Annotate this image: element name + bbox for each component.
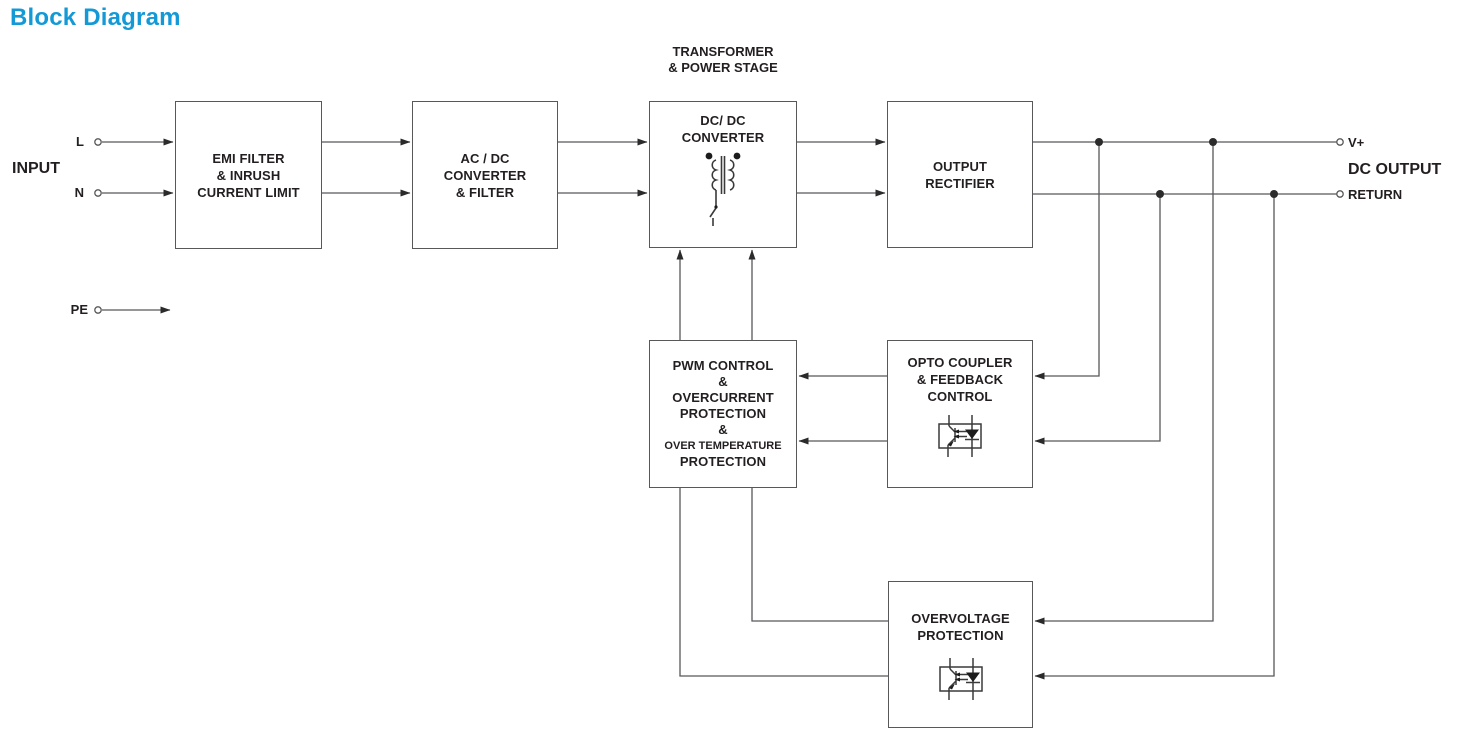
block-label-line: OVER TEMPERATURE — [664, 440, 782, 452]
block-emi-filter: EMI FILTER & INRUSH CURRENT LIMIT — [175, 101, 322, 249]
block-label-line: & INRUSH — [216, 167, 281, 183]
junction-dot — [1270, 190, 1278, 198]
optocoupler-icon — [938, 658, 983, 700]
transformer-stage-note-line1: TRANSFORMER — [672, 44, 774, 59]
block-label-line: PROTECTION — [917, 628, 1004, 643]
optocoupler-icon — [938, 415, 982, 457]
block-label-line: & FILTER — [455, 184, 515, 200]
block-dcdc-converter: DC/ DC CONVERTER — [649, 101, 797, 248]
wire-pwm-ovp-upper — [751, 488, 888, 622]
block-label-line: OVERCURRENT — [672, 390, 774, 405]
block-label-line: CONTROL — [927, 389, 993, 404]
block-label-line: CURRENT LIMIT — [197, 184, 300, 200]
block-label-line: EMI FILTER — [212, 150, 285, 166]
block-label-line: CONVERTER — [443, 167, 527, 183]
block-label-line: & FEEDBACK — [916, 372, 1004, 387]
block-label-line: PROTECTION — [679, 454, 767, 469]
terminal-l-label: L — [76, 134, 84, 149]
terminal-pe-label: PE — [70, 302, 88, 317]
wire-vplus-ovp — [1034, 142, 1214, 625]
block-label-line: CONVERTER — [681, 130, 765, 145]
block-label-line: OPTO COUPLER — [907, 355, 1013, 370]
block-label-line: & — [718, 374, 728, 389]
transformer-stage-note-line2: & POWER STAGE — [668, 60, 778, 75]
dc-output-label: DC OUTPUT — [1348, 161, 1442, 178]
terminal-return-label: RETURN — [1348, 187, 1403, 202]
block-label-line: OUTPUT — [932, 158, 988, 174]
block-output-rectifier: OUTPUT RECTIFIER — [887, 101, 1033, 248]
transformer-stage-note: TRANSFORMER & POWER STAGE — [623, 44, 823, 76]
input-label: INPUT — [12, 160, 60, 177]
transformer-icon — [705, 152, 741, 226]
page-title: Block Diagram — [10, 4, 181, 31]
junction-dot — [1095, 138, 1103, 146]
terminal-return-circle — [1336, 190, 1344, 198]
block-label-line: PWM CONTROL — [672, 358, 774, 373]
wire-vplus-opto — [1034, 142, 1100, 380]
block-acdc-converter: AC / DC CONVERTER & FILTER — [412, 101, 558, 249]
wire-return-ovp — [1034, 194, 1275, 680]
block-pwm-control: PWM CONTROL & OVERCURRENT PROTECTION & O… — [649, 340, 797, 488]
wire-pwm-ovp-lower — [679, 488, 888, 677]
block-label-line: PROTECTION — [679, 406, 767, 421]
block-label-line: AC / DC — [460, 150, 510, 166]
block-label-line: & — [718, 422, 728, 437]
terminal-l-circle — [94, 138, 102, 146]
block-overvoltage-protection: OVERVOLTAGE PROTECTION — [888, 581, 1033, 728]
terminal-vplus-circle — [1336, 138, 1344, 146]
junction-dot — [1156, 190, 1164, 198]
block-opto-coupler: OPTO COUPLER & FEEDBACK CONTROL — [887, 340, 1033, 488]
terminal-pe-circle — [94, 306, 102, 314]
wire-return-opto — [1034, 194, 1161, 445]
terminal-vplus-label: V+ — [1348, 135, 1365, 150]
terminal-n-circle — [94, 189, 102, 197]
block-label-line: RECTIFIER — [925, 175, 995, 191]
junction-dot — [1209, 138, 1217, 146]
block-label-line: DC/ DC — [700, 113, 746, 128]
block-label-line: OVERVOLTAGE — [911, 611, 1010, 626]
terminal-n-label: N — [74, 185, 84, 200]
